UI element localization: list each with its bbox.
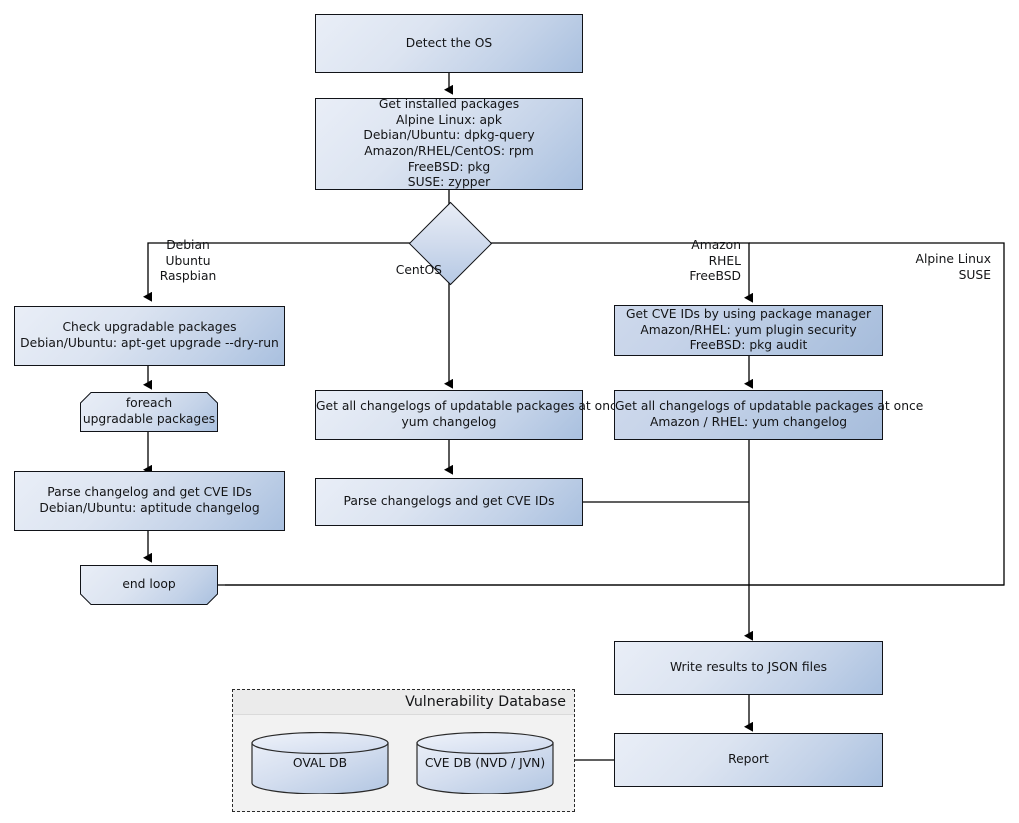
node-packages-line2: Alpine Linux: apk [396, 112, 502, 127]
node-foreach-line2: upgradable packages [82, 412, 216, 426]
branch-centos-line1: CentOS [395, 263, 442, 277]
node-write-results[interactable]: Write results to JSON files [614, 641, 883, 695]
node-parse-changelog-deb-line2: Debian/Ubuntu: aptitude changelog [39, 501, 260, 515]
branch-debian-line3: Raspbian [159, 269, 217, 284]
branch-amazon-line2: RHEL [708, 253, 741, 268]
db-cylinder-cve[interactable]: CVE DB (NVD / JVN) [416, 731, 554, 795]
end-loop-shape [80, 565, 218, 605]
node-check-upgradable-line2: Debian/Ubuntu: apt-get upgrade --dry-run [20, 336, 279, 350]
node-write-results-label: Write results to JSON files [669, 660, 828, 675]
end-loop-outline [80, 565, 218, 605]
node-changelogs-centos-line2: yum changelog [401, 415, 497, 429]
node-parse-changelog-debian[interactable]: Parse changelog and get CVE IDs Debian/U… [14, 471, 285, 531]
cve-db-shape [416, 731, 554, 795]
branch-debian-line1: Debian [166, 238, 210, 252]
node-get-cve-ids-line1: Get CVE IDs by using package manager [625, 307, 872, 322]
branch-alpine-line2: SUSE [958, 267, 991, 282]
node-detect-os[interactable]: Detect the OS [315, 14, 583, 73]
node-get-cve-ids-line2: Amazon/RHEL: yum plugin security [640, 322, 857, 337]
node-get-cve-ids-line3: FreeBSD: pkg audit [689, 338, 808, 353]
node-packages-line1: Get installed packages [378, 97, 520, 112]
node-packages-line3: Debian/Ubuntu: dpkg-query [363, 128, 535, 143]
node-report[interactable]: Report [614, 733, 883, 787]
node-changelogs-amazon[interactable]: Get all changelogs of updatable packages… [614, 390, 924, 440]
foreach-shape [80, 392, 218, 432]
db-cylinder-oval[interactable]: OVAL DB [251, 731, 389, 795]
node-foreach-loop[interactable]: foreach upgradable packages [80, 392, 218, 432]
oval-db-shape [251, 731, 389, 795]
group-title-label: Vulnerability Database [405, 694, 566, 710]
branch-amazon-line3: FreeBSD [689, 269, 741, 284]
node-packages-line4: Amazon/RHEL/CentOS: rpm [364, 144, 534, 158]
node-get-installed-packages[interactable]: Get installed packages Alpine Linux: apk… [315, 97, 583, 190]
db-cylinder-cve-label: CVE DB (NVD / JVN) [424, 756, 546, 770]
node-parse-changelogs-centos[interactable]: Parse changelogs and get CVE IDs [315, 478, 583, 526]
node-parse-changelogs-centos-label: Parse changelogs and get CVE IDs [343, 494, 555, 509]
group-title-bar: Vulnerability Database [233, 690, 574, 715]
node-packages-line5: FreeBSD: pkg [407, 159, 491, 174]
group-vulnerability-database: Vulnerability Database [232, 689, 575, 812]
node-changelogs-amazon-line1: Get all changelogs of updatable packages… [615, 399, 924, 414]
branch-label-alpine: Alpine Linux SUSE [886, 252, 991, 283]
node-check-upgradable-line1: Check upgradable packages [62, 320, 237, 335]
node-foreach-line1: foreach [125, 396, 173, 411]
node-get-cve-ids-pkgmgr[interactable]: Get CVE IDs by using package manager Ama… [614, 305, 883, 356]
branch-label-amazon: Amazon RHEL FreeBSD [665, 238, 741, 285]
branch-amazon-line1: Amazon [691, 238, 741, 252]
db-cylinder-oval-label: OVAL DB [292, 756, 348, 770]
node-parse-changelog-deb-line1: Parse changelog and get CVE IDs [47, 485, 252, 500]
node-check-upgradable[interactable]: Check upgradable packages Debian/Ubuntu:… [14, 306, 285, 366]
branch-label-centos: CentOS [370, 263, 442, 279]
foreach-outline [80, 392, 218, 432]
node-packages-line6: SUSE: zypper [407, 175, 491, 190]
node-end-loop[interactable]: end loop [80, 565, 218, 605]
node-changelogs-amazon-line2: Amazon / RHEL: yum changelog [649, 415, 848, 429]
node-changelogs-centos[interactable]: Get all changelogs of updatable packages… [315, 390, 625, 440]
node-report-label: Report [728, 752, 769, 767]
branch-label-debian: Debian Ubuntu Raspbian [152, 238, 224, 285]
node-end-loop-label: end loop [122, 577, 176, 592]
node-changelogs-centos-line1: Get all changelogs of updatable packages… [316, 399, 625, 414]
node-detect-os-label: Detect the OS [405, 35, 493, 50]
branch-alpine-line1: Alpine Linux [915, 252, 991, 266]
branch-debian-line2: Ubuntu [165, 253, 211, 268]
